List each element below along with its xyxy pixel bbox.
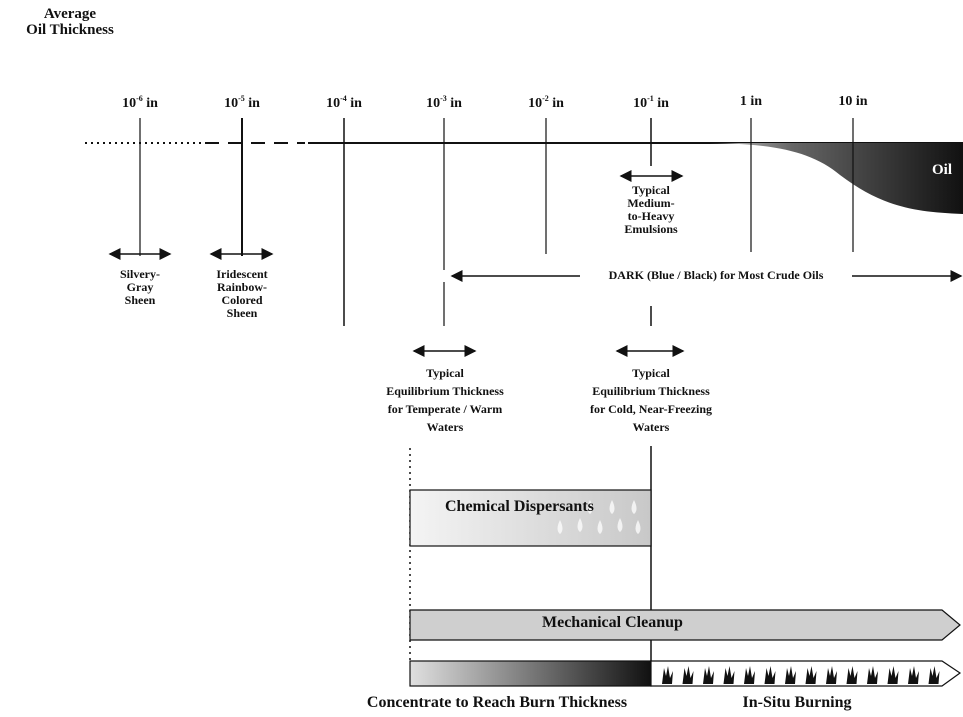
dispersants-label: Chemical Dispersants (445, 498, 594, 516)
temperate-label: Typical Equilibrium Thickness for Temper… (386, 364, 504, 436)
dark-oils-label: DARK (Blue / Black) for Most Crude Oils (609, 269, 824, 282)
insitu-label: In-Situ Burning (743, 694, 852, 712)
iridescent-sheen-label: Iridescent Rainbow- Colored Sheen (216, 268, 267, 320)
cold-label: Typical Equilibrium Thickness for Cold, … (590, 364, 712, 436)
concentrate-label: Concentrate to Reach Burn Thickness (367, 694, 627, 712)
mechanical-label: Mechanical Cleanup (542, 614, 683, 632)
oil-wedge (700, 143, 963, 214)
oil-label: Oil (932, 164, 952, 177)
silvery-sheen-label: Silvery- Gray Sheen (120, 268, 160, 307)
mechanical-bar (410, 610, 960, 640)
concentrate-bar (410, 661, 651, 686)
emulsions-label: Typical Medium- to-Heavy Emulsions (624, 184, 677, 236)
